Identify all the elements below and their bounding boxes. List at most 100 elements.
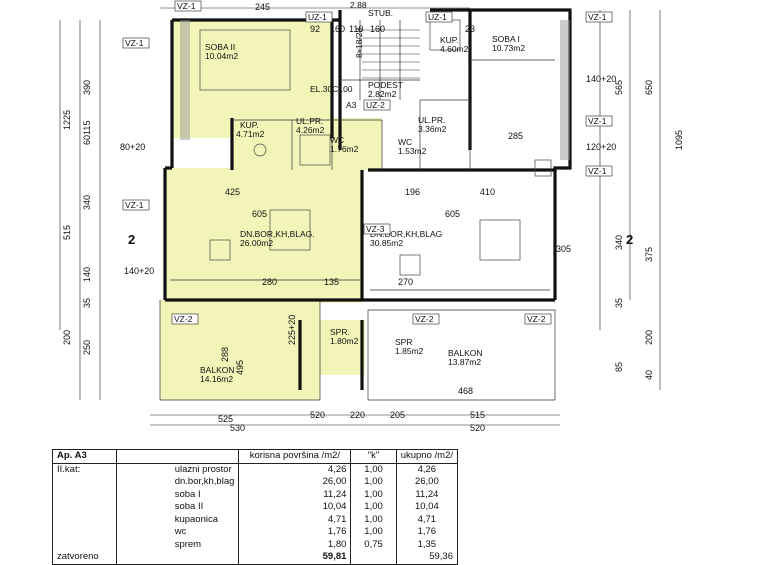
room-name: UL.PR. bbox=[418, 115, 445, 125]
svg-text:1225: 1225 bbox=[62, 110, 72, 130]
area-table: Ap. A3 korisna površina /m2/ "k" ukupno … bbox=[52, 449, 458, 565]
dimension-texts: 525 520 220 205 515 530 520 468 245 92 1… bbox=[62, 2, 684, 433]
svg-text:520: 520 bbox=[470, 423, 485, 433]
svg-text:605: 605 bbox=[445, 209, 460, 219]
apartment-a3-highlight bbox=[160, 20, 382, 400]
row-name: soba I bbox=[115, 488, 239, 501]
svg-text:160: 160 bbox=[370, 24, 385, 34]
vz1-tag: VZ-1 bbox=[177, 1, 196, 11]
spacer-cell bbox=[53, 489, 117, 502]
korisna-cell: 10,04 bbox=[238, 501, 351, 514]
svg-text:200: 200 bbox=[644, 330, 654, 345]
room-area: 1.80m2 bbox=[330, 336, 359, 346]
svg-text:245: 245 bbox=[255, 2, 270, 12]
svg-text:200: 200 bbox=[62, 330, 72, 345]
row-k: 1,00 bbox=[350, 526, 397, 539]
row-ukupno: 4,71 bbox=[395, 513, 458, 526]
row-k: 0,75 bbox=[350, 538, 397, 551]
svg-text:305: 305 bbox=[556, 244, 571, 254]
korisna-cell: 4,26 bbox=[238, 463, 351, 476]
row-k: 1,00 bbox=[350, 501, 397, 514]
row-ukupno: 11,24 bbox=[395, 488, 458, 501]
room-name: DN.BOR,KH,BLAG. bbox=[240, 229, 315, 239]
room-name: KUP. bbox=[240, 120, 259, 130]
svg-text:40: 40 bbox=[644, 370, 654, 380]
svg-text:270: 270 bbox=[398, 277, 413, 287]
vz1-tag: VZ-1 bbox=[588, 166, 607, 176]
total-korisna: 59,81 bbox=[238, 551, 351, 564]
row-korisna: 11,24 bbox=[323, 488, 347, 500]
room-area: 14.16m2 bbox=[200, 374, 233, 384]
vz1-tag: VZ-1 bbox=[588, 116, 607, 126]
svg-text:285: 285 bbox=[508, 131, 523, 141]
row-name: kupaonica bbox=[115, 513, 239, 526]
annotation-tags: VZ-1 VZ-1 VZ-1 VZ-1 VZ-1 VZ-1 VZ-2 VZ-2 … bbox=[122, 0, 633, 325]
row-korisna: 4,26 bbox=[327, 463, 347, 475]
room-area: 13.87m2 bbox=[448, 357, 481, 367]
room-area: 1.53m2 bbox=[398, 146, 427, 156]
svg-text:340: 340 bbox=[614, 235, 624, 250]
svg-text:650: 650 bbox=[644, 80, 654, 95]
row-ukupno: 26,00 bbox=[395, 476, 458, 489]
room-area: 3.36m2 bbox=[418, 124, 447, 134]
row-ukupno: 1,35 bbox=[395, 538, 458, 551]
svg-text:140+20: 140+20 bbox=[586, 74, 616, 84]
row-k: 1,00 bbox=[350, 463, 397, 476]
room-area: 10.73m2 bbox=[492, 43, 525, 53]
room-name: WC bbox=[330, 135, 344, 145]
row-k: 1,00 bbox=[350, 476, 397, 489]
table-header-row: Ap. A3 korisna površina /m2/ "k" ukupno … bbox=[52, 449, 458, 464]
room-name: SOBA II bbox=[205, 42, 235, 52]
spacer-cell bbox=[350, 551, 397, 564]
spacer-cell bbox=[53, 539, 117, 552]
svg-text:110: 110 bbox=[349, 24, 363, 34]
spacer-cell bbox=[53, 501, 117, 514]
svg-text:525: 525 bbox=[218, 414, 233, 424]
room-area: 30.85m2 bbox=[370, 238, 403, 248]
row-name: ulazni prostor bbox=[115, 463, 239, 476]
vz2-tag: VZ-2 bbox=[174, 314, 193, 324]
uz1-tag: UZ-1 bbox=[308, 12, 327, 22]
svg-text:410: 410 bbox=[480, 187, 495, 197]
korisna-cell: 1,80 bbox=[238, 538, 351, 551]
staircase bbox=[362, 29, 420, 79]
room-area: 2.82m2 bbox=[368, 89, 397, 99]
row-name: wc bbox=[115, 526, 239, 539]
elevator-label: EL.30C100 bbox=[310, 84, 353, 94]
room-area: 1.85m2 bbox=[395, 346, 424, 356]
room-labels: SOBA II 10.04m2 KUP. 4.71m2 UL.PR. 4.26m… bbox=[200, 0, 525, 384]
row-name: soba II bbox=[115, 501, 239, 514]
svg-text:115: 115 bbox=[82, 121, 92, 135]
svg-text:80+20: 80+20 bbox=[120, 142, 145, 152]
row-korisna: 1,80 bbox=[327, 538, 347, 550]
uz2-tag: UZ-2 bbox=[366, 100, 385, 110]
spacer-cell bbox=[53, 526, 117, 539]
vz2-tag: VZ-2 bbox=[415, 314, 434, 324]
room-name: SOBA I bbox=[492, 34, 520, 44]
svg-text:196: 196 bbox=[405, 187, 420, 197]
vz1-tag: VZ-1 bbox=[588, 12, 607, 22]
room-area: 4.60m2 bbox=[440, 44, 469, 54]
apartment-label: A3 bbox=[346, 100, 357, 110]
floor-label: II.kat: bbox=[57, 463, 81, 475]
row-ukupno: 4,26 bbox=[395, 463, 458, 476]
spacer-cell bbox=[53, 476, 117, 489]
spacer-cell bbox=[53, 514, 117, 527]
col-k-header: "k" bbox=[350, 449, 397, 464]
room-name: SPR bbox=[395, 337, 412, 347]
svg-text:220: 220 bbox=[350, 410, 365, 420]
room-area: 1.76m2 bbox=[330, 144, 359, 154]
svg-text:35: 35 bbox=[614, 298, 624, 308]
svg-text:60: 60 bbox=[82, 135, 92, 145]
room-name: PODEST bbox=[368, 80, 403, 90]
row-name: sprem bbox=[115, 538, 239, 551]
stair-label: 8x18/28 bbox=[354, 27, 364, 58]
row-ukupno: 10,04 bbox=[395, 501, 458, 514]
svg-text:288: 288 bbox=[220, 347, 230, 362]
header-spacer bbox=[115, 449, 239, 464]
svg-text:530: 530 bbox=[230, 423, 245, 433]
